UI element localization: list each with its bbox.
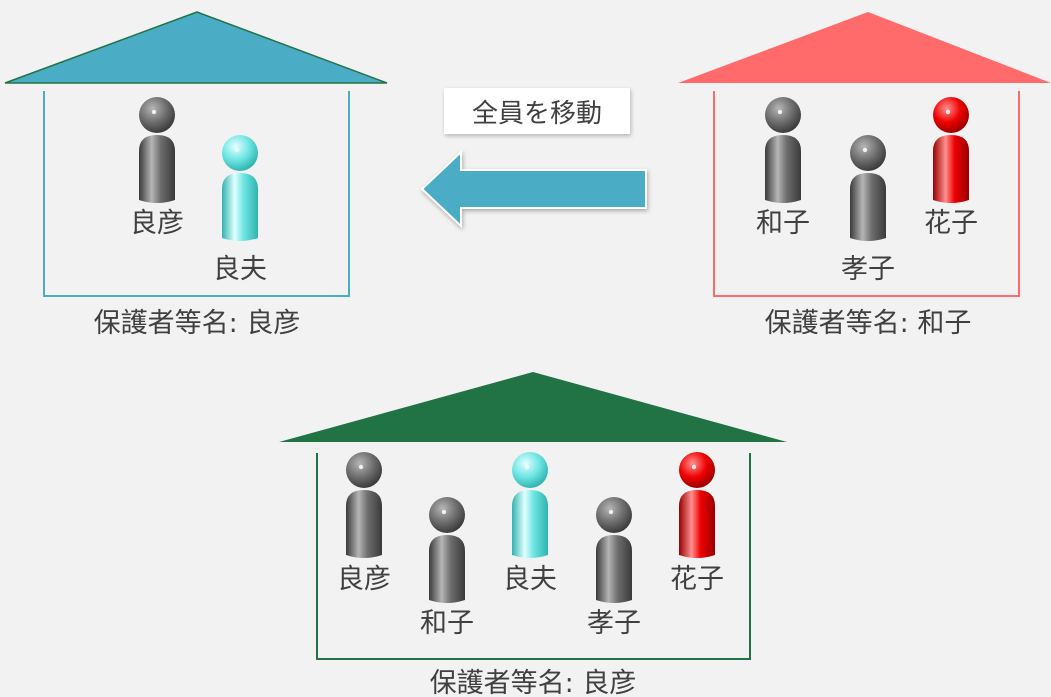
figure-person: [346, 452, 382, 558]
person-name: 花子: [924, 208, 978, 239]
figure-head: [429, 497, 465, 533]
figure-body: [679, 490, 715, 558]
figure-person: [933, 97, 969, 203]
guardian-label: 保護者等名: 和子: [765, 308, 972, 339]
move-arrow: [420, 149, 647, 229]
figure-head: [596, 497, 632, 533]
figure-highlight: [524, 464, 530, 470]
figure-head: [933, 97, 969, 133]
figure-person: [850, 135, 886, 241]
figure-highlight: [862, 147, 868, 153]
figure-person: [596, 497, 632, 603]
figure-body: [346, 490, 382, 558]
figure-head: [850, 135, 886, 171]
figure-highlight: [441, 509, 447, 515]
figure-body: [596, 535, 632, 603]
figure-highlight: [608, 509, 614, 515]
figure-person: [765, 97, 801, 203]
person-name: 和子: [420, 608, 474, 639]
figure-body: [222, 173, 258, 241]
figure-body: [429, 535, 465, 603]
roof-right: [678, 12, 1051, 83]
figure-highlight: [777, 109, 783, 115]
roof-left: [4, 11, 388, 84]
person-name: 和子: [756, 208, 810, 239]
roof-merged: [279, 372, 787, 442]
person-name: 良夫: [213, 254, 267, 285]
guardian-label: 保護者等名: 良彦: [94, 308, 301, 339]
house-merged: 良彦 和子 良夫 孝子 花子 保護者等名: 良彦: [279, 372, 787, 697]
figure-body: [765, 135, 801, 203]
house-right: 和子 孝子 花子 保護者等名: 和子: [678, 12, 1051, 339]
house-left: 良彦 良夫 保護者等名: 良彦: [4, 11, 388, 339]
figure-head: [222, 135, 258, 171]
figure-person: [222, 135, 258, 241]
figure-body: [850, 173, 886, 241]
figure-highlight: [151, 109, 157, 115]
person-name: 良夫: [503, 564, 557, 595]
figure-person: [679, 452, 715, 558]
wall-left: [43, 91, 350, 297]
move-all-button[interactable]: 全員を移動: [444, 88, 630, 134]
figure-head: [346, 452, 382, 488]
person-name: 孝子: [841, 254, 895, 285]
figure-highlight: [234, 147, 240, 153]
figure-body: [933, 135, 969, 203]
figure-person: [512, 452, 548, 558]
figure-head: [512, 452, 548, 488]
figure-head: [765, 97, 801, 133]
figure-head: [679, 452, 715, 488]
wall-merged: [316, 453, 751, 660]
figure-highlight: [691, 464, 697, 470]
figure-head: [139, 97, 175, 133]
wall-right: [713, 91, 1020, 297]
person-name: 良彦: [130, 208, 184, 239]
left-arrow-icon: [420, 149, 647, 229]
figure-person: [139, 97, 175, 203]
figure-person: [429, 497, 465, 603]
person-name: 良彦: [337, 564, 391, 595]
figure-body: [139, 135, 175, 203]
figure-highlight: [358, 464, 364, 470]
figure-body: [512, 490, 548, 558]
person-name: 花子: [670, 564, 724, 595]
guardian-label: 保護者等名: 良彦: [430, 668, 637, 697]
person-name: 孝子: [587, 608, 641, 639]
figure-highlight: [945, 109, 951, 115]
